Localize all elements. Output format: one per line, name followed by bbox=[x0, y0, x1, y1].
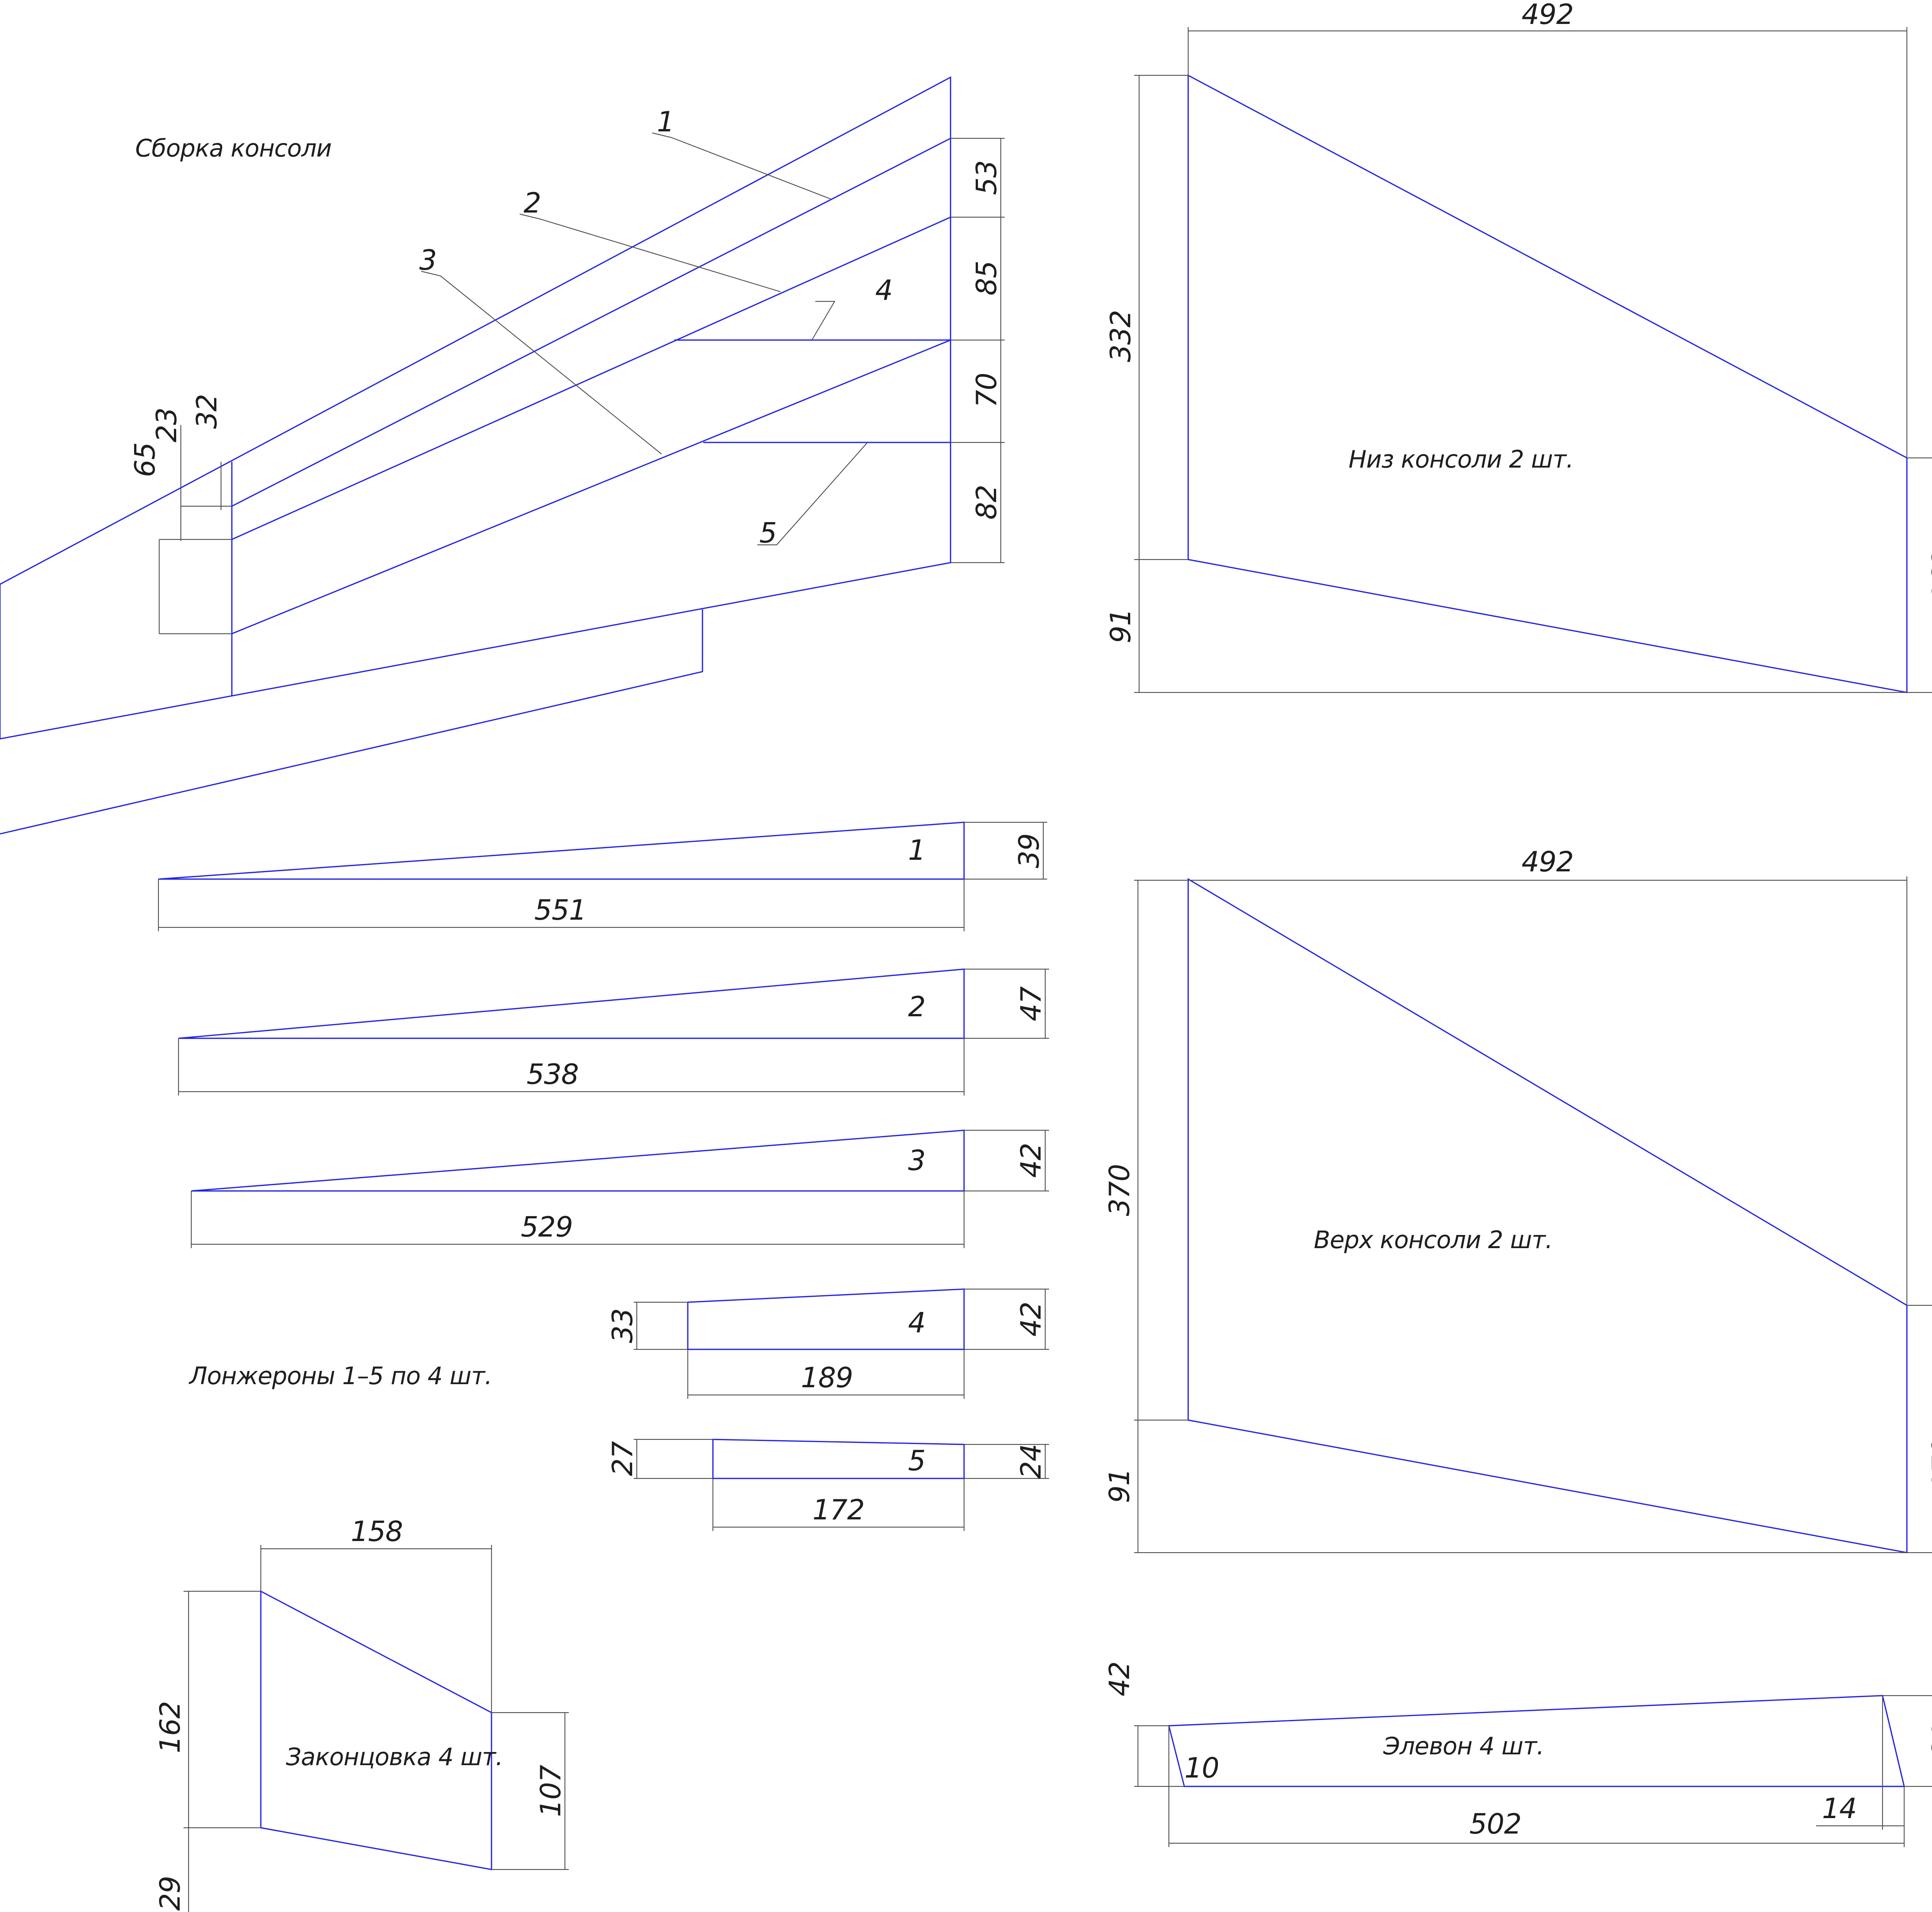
callout-3: 3 bbox=[419, 244, 437, 276]
spar-5: 5 24 27 172 bbox=[606, 1439, 1049, 1531]
spar-3-height: 42 bbox=[1015, 1143, 1047, 1178]
spar-4-length: 189 bbox=[801, 1361, 853, 1394]
spar-4-number: 4 bbox=[908, 1306, 925, 1339]
elevon-left-height: 42 bbox=[1103, 1662, 1136, 1696]
top-panel-title: Верх консоли 2 шт. bbox=[1314, 1226, 1553, 1254]
spar-2-height: 47 bbox=[1015, 986, 1047, 1021]
bottom-panel-upper-height: 332 bbox=[1104, 310, 1137, 362]
spar-4-height: 42 bbox=[1015, 1302, 1047, 1337]
tip-left-height: 162 bbox=[154, 1701, 186, 1753]
assembly-view: Сборка консоли 1 2 3 4 5 bbox=[0, 76, 1005, 835]
spars-title: Лонжероны 1–5 по 4 шт. bbox=[189, 1362, 492, 1390]
top-panel: 492 370 91 170 Верх консоли 2 шт. bbox=[1103, 845, 1932, 1553]
bottom-panel-width: 492 bbox=[1522, 0, 1573, 31]
bottom-panel: 492 332 91 162 Низ консоли 2 шт. bbox=[1104, 0, 1932, 693]
callout-4: 4 bbox=[875, 274, 893, 306]
bottom-panel-title: Низ консоли 2 шт. bbox=[1349, 445, 1573, 473]
top-panel-upper-height: 370 bbox=[1103, 1164, 1136, 1216]
spar-2-number: 2 bbox=[908, 990, 925, 1023]
spar-2-length: 538 bbox=[527, 1058, 578, 1090]
spar-1-length: 551 bbox=[534, 894, 586, 926]
tip-right-height: 107 bbox=[534, 1765, 567, 1817]
spar-1-height: 39 bbox=[1013, 834, 1045, 868]
dim-85: 85 bbox=[970, 261, 1003, 296]
tip-lower-height: 29 bbox=[154, 1876, 186, 1911]
callout-2: 2 bbox=[524, 187, 541, 219]
elevon-length: 502 bbox=[1469, 1808, 1521, 1840]
assembly-right-dims: 53 85 70 82 bbox=[951, 138, 1005, 563]
dim-32: 32 bbox=[190, 394, 223, 429]
dim-70: 70 bbox=[970, 373, 1003, 408]
spar-5-number: 5 bbox=[908, 1444, 925, 1477]
top-panel-right-height: 170 bbox=[1926, 1439, 1932, 1490]
top-panel-lower-height: 91 bbox=[1103, 1468, 1136, 1503]
tip-title: Законцовка 4 шт. bbox=[286, 1743, 503, 1771]
spars-group: 1 39 551 2 47 538 3 42 5 bbox=[158, 822, 1049, 1531]
spar-3: 3 42 529 bbox=[190, 1130, 1049, 1248]
spar-5-left-height: 27 bbox=[606, 1441, 639, 1476]
bottom-panel-right-height: 162 bbox=[1926, 550, 1932, 602]
elevon-title: Элевон 4 шт. bbox=[1383, 1732, 1544, 1760]
spar-1: 1 39 551 bbox=[158, 822, 1047, 931]
dim-53: 53 bbox=[970, 160, 1003, 195]
elevon: 42 64 502 14 10 Элевон 4 шт. bbox=[1103, 1662, 1932, 1847]
spar-4-left-height: 33 bbox=[606, 1308, 639, 1343]
elevon-bevel-left: 10 bbox=[1184, 1752, 1219, 1784]
spar-1-number: 1 bbox=[908, 834, 925, 866]
assembly-left-dims: 32 23 65 bbox=[129, 394, 232, 634]
top-panel-width: 492 bbox=[1522, 845, 1573, 878]
bottom-panel-lower-height: 91 bbox=[1104, 609, 1137, 643]
dim-82: 82 bbox=[970, 485, 1003, 520]
elevon-right-height: 64 bbox=[1926, 1725, 1932, 1760]
spar-3-length: 529 bbox=[521, 1211, 573, 1243]
spar-3-number: 3 bbox=[908, 1144, 925, 1177]
spar-5-height: 24 bbox=[1015, 1444, 1047, 1479]
assembly-callouts: 1 2 3 4 5 bbox=[419, 105, 893, 549]
dim-23: 23 bbox=[150, 408, 183, 442]
elevon-bevel-right: 14 bbox=[1822, 1792, 1857, 1825]
assembly-title: Сборка консоли bbox=[135, 134, 332, 162]
callout-5: 5 bbox=[759, 517, 777, 549]
wing-tip: 158 162 29 107 Законцовка 4 шт. bbox=[154, 1515, 569, 1912]
spar-2: 2 47 538 bbox=[178, 968, 1049, 1095]
spar-4: 4 42 33 189 bbox=[606, 1288, 1049, 1399]
dim-65: 65 bbox=[129, 442, 161, 477]
callout-1: 1 bbox=[657, 105, 674, 138]
spar-5-length: 172 bbox=[813, 1494, 864, 1526]
tip-width: 158 bbox=[351, 1515, 403, 1548]
